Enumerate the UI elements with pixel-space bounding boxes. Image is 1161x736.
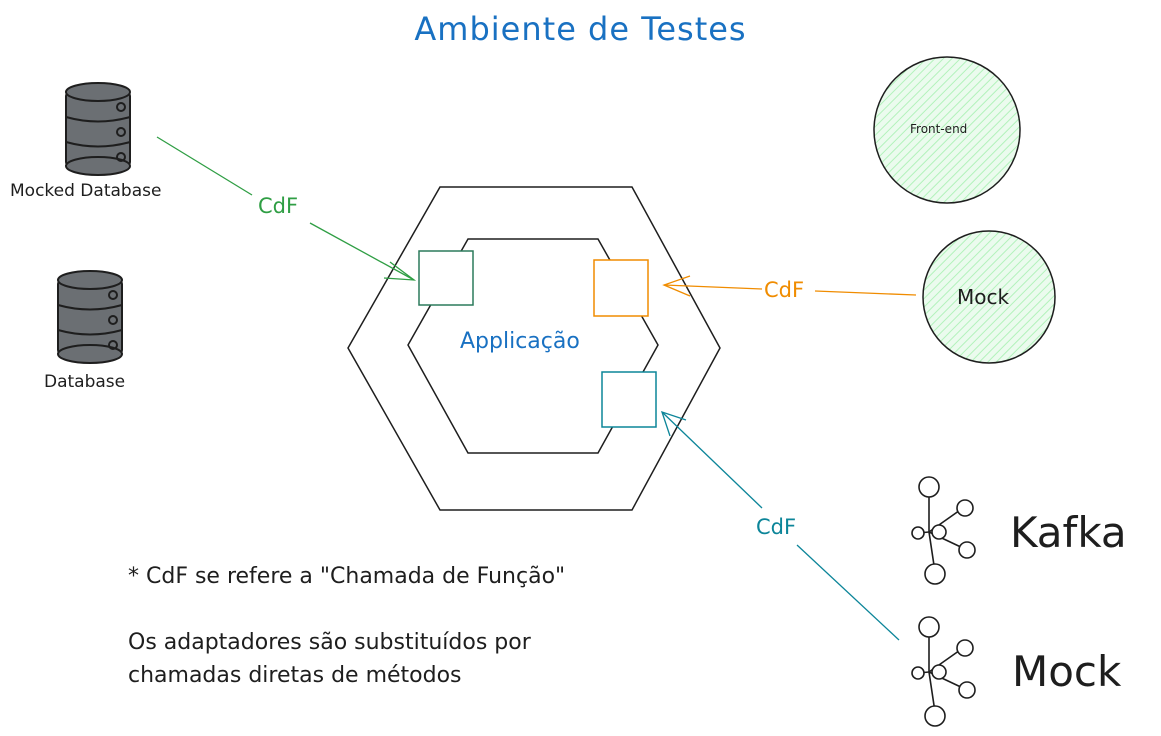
mock-circle-label: Mock <box>957 285 1010 309</box>
edge-orange <box>662 275 917 297</box>
database-label: Database <box>44 372 126 392</box>
application-label: Applicação <box>460 329 580 354</box>
outer-hexagon <box>347 186 721 511</box>
database-icon <box>57 270 123 364</box>
front-end-label: Front-end <box>910 122 968 136</box>
mock-kafka-label: Mock <box>1012 647 1122 696</box>
edge-teal-label: CdF <box>756 515 797 539</box>
edge-green <box>156 136 417 281</box>
edge-green-label: CdF <box>258 194 299 218</box>
port-teal <box>601 371 657 428</box>
kafka-icon <box>911 476 976 585</box>
page-title: Ambiente de Testes <box>414 10 747 48</box>
footnote-text: * CdF se refere a "Chamada de Função" <box>128 564 566 589</box>
mock-kafka-icon <box>911 616 976 727</box>
kafka-label: Kafka <box>1010 508 1127 557</box>
mocked-database-label: Mocked Database <box>10 181 162 201</box>
note-line-1: Os adaptadores são substituídos por <box>128 630 531 655</box>
edge-orange-label: CdF <box>764 278 805 302</box>
edge-teal <box>660 410 900 641</box>
port-green <box>418 250 474 306</box>
port-orange <box>593 259 649 317</box>
mocked-database-icon <box>65 82 131 176</box>
mock-circle <box>922 230 1056 364</box>
note-line-2: chamadas diretas de métodos <box>128 663 462 688</box>
front-end-circle <box>873 56 1021 204</box>
inner-hexagon <box>407 238 659 454</box>
